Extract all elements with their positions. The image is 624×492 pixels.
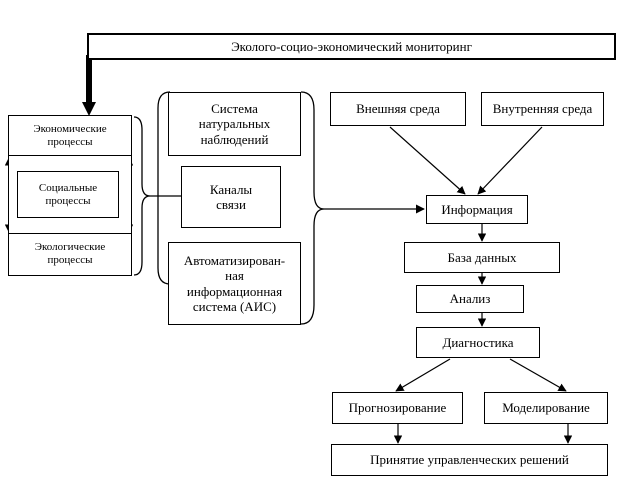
ecological-processes: Экологические процессы: [8, 234, 132, 274]
external-environment: Внешняя среда: [330, 92, 466, 126]
flow-arrows: [389, 126, 573, 444]
natural-observation-label: Система натуральных наблюдений: [198, 101, 271, 147]
automated-information-system: Автоматизирован- ная информационная сист…: [168, 242, 301, 325]
decision-making-box: Принятие управленческих решений: [331, 444, 608, 476]
process-tools-brace: [133, 91, 181, 285]
monitoring-arrow: [82, 55, 96, 116]
economic-processes: Экономические процессы: [8, 117, 132, 155]
monitoring-label: Эколого-социо-экономический мониторинг: [231, 38, 472, 54]
information-label: Информация: [441, 201, 513, 217]
economic-processes-label: Экономические процессы: [33, 123, 107, 148]
internal-environment-label: Внутренняя среда: [492, 101, 593, 117]
communication-channels-label: Каналы связи: [209, 181, 253, 212]
natural-observation-system: Система натуральных наблюдений: [168, 92, 301, 156]
economic-divider: [8, 155, 132, 156]
ecological-divider: [8, 233, 132, 234]
ais-label: Автоматизирован- ная информационная сист…: [183, 252, 286, 314]
forecasting-box: Прогнозирование: [332, 392, 463, 424]
tools-information-brace: [300, 91, 425, 325]
modeling-label: Моделирование: [502, 400, 590, 416]
diagnostics-box: Диагностика: [416, 327, 540, 358]
internal-environment: Внутренняя среда: [481, 92, 604, 126]
social-processes-label: Социальные процессы: [38, 181, 98, 207]
communication-channels: Каналы связи: [181, 166, 281, 228]
decision-making-label: Принятие управленческих решений: [370, 452, 569, 468]
ecological-processes-label: Экологические процессы: [34, 241, 106, 266]
social-processes: Социальные процессы: [17, 171, 119, 218]
modeling-box: Моделирование: [484, 392, 608, 424]
external-environment-label: Внешняя среда: [356, 101, 440, 117]
diagnostics-label: Диагностика: [442, 334, 514, 350]
information-box: Информация: [426, 195, 528, 224]
analysis-box: Анализ: [416, 285, 524, 313]
forecasting-label: Прогнозирование: [348, 400, 447, 416]
database-box: База данных: [404, 242, 560, 273]
analysis-label: Анализ: [449, 291, 491, 307]
monitoring-box: Эколого-социо-экономический мониторинг: [87, 33, 616, 60]
database-label: База данных: [447, 249, 517, 265]
